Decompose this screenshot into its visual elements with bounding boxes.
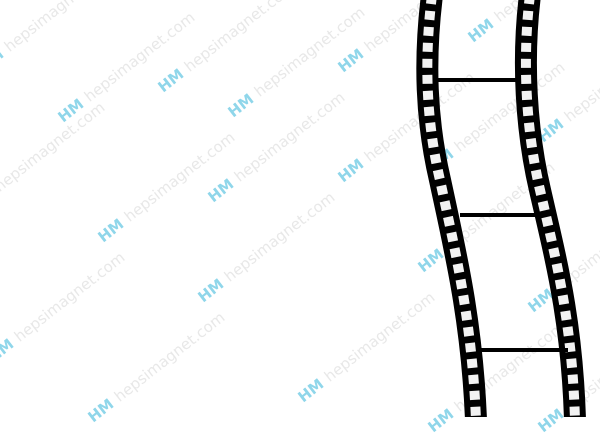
film-strip-right-edge xyxy=(514,0,586,417)
film-strip xyxy=(416,0,586,417)
sprocket-holes-right xyxy=(520,0,580,417)
film-strip-left-edge xyxy=(416,0,487,417)
